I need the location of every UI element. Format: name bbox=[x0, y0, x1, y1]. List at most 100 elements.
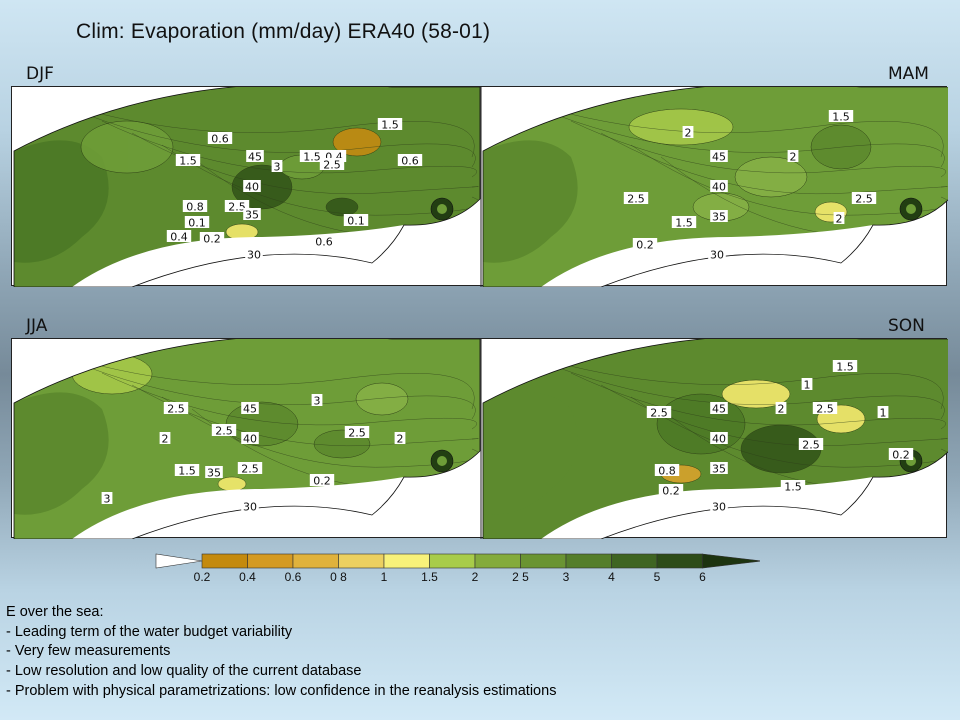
contour-label: 0.6 bbox=[315, 236, 333, 249]
colorbar-tick-label: 0.6 bbox=[285, 570, 302, 584]
note-item: - Leading term of the water budget varia… bbox=[6, 623, 293, 640]
contour-label-bg bbox=[309, 474, 335, 486]
contour-label-bg bbox=[224, 200, 250, 212]
contour-label-bg bbox=[377, 118, 403, 130]
contour-label-bg bbox=[780, 480, 806, 492]
contour-label-bg bbox=[801, 378, 813, 390]
contour-label-bg bbox=[246, 150, 264, 162]
colorbar-swatch bbox=[702, 553, 760, 569]
contour-label: 0.4 bbox=[170, 231, 188, 244]
contour-label: 2.5 bbox=[323, 159, 341, 172]
contour-label: 1.5 bbox=[303, 151, 321, 164]
contour-label: 2.5 bbox=[167, 403, 185, 416]
contour-label: 2.5 bbox=[228, 201, 246, 214]
colorbar-swatch bbox=[656, 553, 703, 569]
contour-label-bg bbox=[710, 210, 728, 222]
contour-label: 40 bbox=[245, 181, 259, 194]
contour-label-bg bbox=[812, 402, 838, 414]
colorbar-swatch bbox=[338, 553, 385, 569]
contour-label: 2 bbox=[162, 433, 169, 446]
contour-label: 2.5 bbox=[650, 407, 668, 420]
colorbar-swatch bbox=[520, 553, 567, 569]
contour-label: 35 bbox=[712, 463, 726, 476]
contour-label-bg bbox=[243, 208, 261, 220]
contour-label-bg bbox=[851, 192, 877, 204]
contour-label: 2 bbox=[790, 151, 797, 164]
contour-label: 2 bbox=[778, 403, 785, 416]
contour-label: 2.5 bbox=[215, 425, 233, 438]
colorbar-tick-label: 2 bbox=[472, 570, 479, 584]
contour-label-bg bbox=[394, 432, 406, 444]
contour-label-bg bbox=[632, 238, 658, 250]
contour-label: 30 bbox=[243, 501, 257, 514]
contour-label-bg bbox=[787, 150, 799, 162]
contour-label-bg bbox=[397, 154, 423, 166]
colorbar-lowend bbox=[155, 553, 203, 569]
contour-label-bg bbox=[832, 360, 858, 372]
contour-label: 1 bbox=[880, 407, 887, 420]
contour-label: 1.5 bbox=[784, 481, 802, 494]
note-item: - Low resolution and low quality of the … bbox=[6, 663, 362, 680]
contour-label: 45 bbox=[712, 151, 726, 164]
colorbar-tick-label: 1 bbox=[381, 570, 388, 584]
contour-label-bg bbox=[243, 180, 261, 192]
contour-label-bg bbox=[166, 230, 192, 242]
contour-label: 2.5 bbox=[348, 427, 366, 440]
contour-label: 0.8 bbox=[186, 201, 204, 214]
contour-label-bg bbox=[241, 402, 259, 414]
contour-label-bg bbox=[888, 448, 914, 460]
colorbar-tick-label: 4 bbox=[608, 570, 615, 584]
note-item: - Very few measurements bbox=[6, 643, 171, 660]
contour-label-bg bbox=[163, 402, 189, 414]
contour-label: 35 bbox=[207, 467, 221, 480]
contour-label-bg bbox=[828, 110, 854, 122]
contour-label: 45 bbox=[712, 403, 726, 416]
colorbar-tick-label: 5 bbox=[654, 570, 661, 584]
contour-label: 3 bbox=[274, 161, 281, 174]
contour-label: 1.5 bbox=[179, 155, 197, 168]
contour-label-bg bbox=[299, 150, 325, 162]
contour-label-bg bbox=[646, 406, 672, 418]
contour-label-bg bbox=[237, 462, 263, 474]
contour-label-bg bbox=[159, 432, 171, 444]
colorbar-swatch bbox=[565, 553, 612, 569]
season-label-jja: JJA bbox=[26, 316, 48, 336]
contour-label: 0.1 bbox=[347, 215, 365, 228]
contour-label-bg bbox=[207, 132, 233, 144]
contour-label-bg bbox=[182, 200, 208, 212]
colorbar-swatch bbox=[429, 553, 476, 569]
contour-label: 0.2 bbox=[662, 485, 680, 498]
contour-label-bg bbox=[241, 500, 259, 512]
contour-label-bg bbox=[343, 214, 369, 226]
contour-label: 0.2 bbox=[313, 475, 331, 488]
contour-label-bg bbox=[245, 248, 263, 260]
contour-label-bg bbox=[184, 216, 210, 228]
contour-label: 3 bbox=[104, 493, 111, 506]
contour-label-bg bbox=[311, 235, 337, 247]
contour-label: 0.1 bbox=[188, 217, 206, 230]
note-item: - Problem with physical parametrizations… bbox=[6, 682, 557, 699]
contour-label: 2.5 bbox=[241, 463, 259, 476]
contour-label: 35 bbox=[245, 209, 259, 222]
contour-label: 40 bbox=[243, 433, 257, 446]
page-title: Clim: Evaporation (mm/day) ERA40 (58-01) bbox=[76, 20, 491, 43]
contour-label: 1 bbox=[804, 379, 811, 392]
colorbar-tick-label: 3 bbox=[563, 570, 570, 584]
contour-label: 1.5 bbox=[178, 465, 196, 478]
contour-label-bg bbox=[710, 462, 728, 474]
contour-label-bg bbox=[241, 432, 259, 444]
contour-label-bg bbox=[877, 406, 889, 418]
contour-label-bg bbox=[654, 464, 680, 476]
contour-label-bg bbox=[671, 216, 697, 228]
contour-label-bg bbox=[211, 424, 237, 436]
colorbar-swatch bbox=[247, 553, 294, 569]
contour-label: 40 bbox=[712, 433, 726, 446]
colorbar-tick-label: 0.2 bbox=[194, 570, 211, 584]
colorbar-tick-label: 0 8 bbox=[330, 570, 347, 584]
contour-label: 30 bbox=[247, 249, 261, 262]
contour-label-bg bbox=[710, 150, 728, 162]
contour-label: 2.5 bbox=[627, 193, 645, 206]
contour-label: 1.5 bbox=[381, 119, 399, 132]
